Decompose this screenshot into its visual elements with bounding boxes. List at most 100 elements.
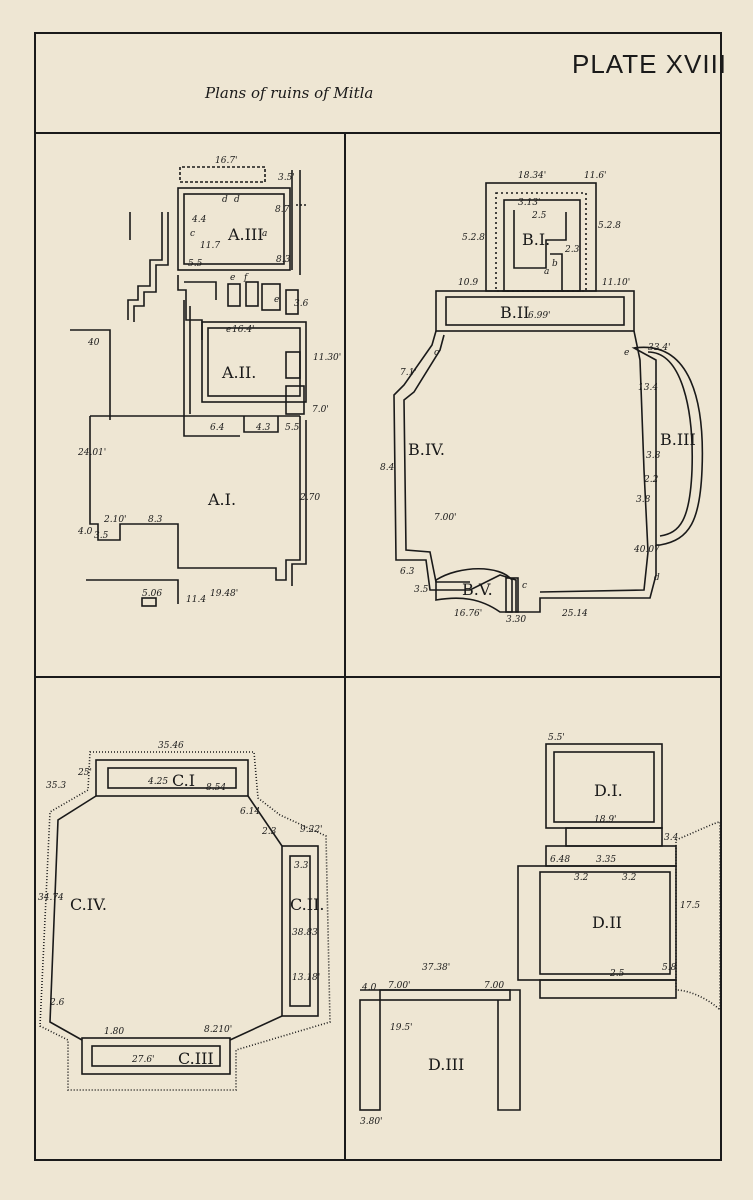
room-c2: C.II. xyxy=(290,895,324,914)
dim-label: 3.2 xyxy=(574,873,589,883)
mark-label: c xyxy=(190,229,195,239)
dim-label: 3.5' xyxy=(278,173,295,183)
mark-label: f xyxy=(243,273,249,283)
room-a1: A.I. xyxy=(207,490,236,509)
dim-label: 11.6' xyxy=(584,171,607,181)
dim-label: 13.4 xyxy=(638,383,658,393)
dim-label: 8.3 xyxy=(148,515,163,525)
mark-label: b xyxy=(552,259,558,269)
room-c1: C.I xyxy=(172,771,195,790)
dim-label: 35.46 xyxy=(158,741,184,751)
dim-label: 40.07 xyxy=(633,545,660,555)
dim-label: 7.00' xyxy=(388,981,411,991)
room-d1: D.I. xyxy=(594,781,623,800)
dim-label: 35.3 xyxy=(46,781,66,791)
dim-label: 40 xyxy=(87,338,100,348)
dim-label: 4.0 xyxy=(361,983,377,993)
dim-label: 5.8 xyxy=(662,963,677,973)
dim-label: 16.7' xyxy=(215,156,238,166)
dim-label: 5.2.8 xyxy=(462,233,485,243)
dim-label: 3.5 xyxy=(414,585,429,595)
dim-label: 6.14 xyxy=(240,807,260,817)
plan-c xyxy=(39,751,331,1091)
dim-label: 11.7 xyxy=(200,241,220,251)
plate-title: Plans of ruins of Mitla xyxy=(204,84,373,102)
dim-label: 19.5' xyxy=(390,1023,413,1033)
dim-label: 11.30' xyxy=(313,353,341,363)
mark-label: a xyxy=(262,229,267,239)
room-b3: B.III xyxy=(660,430,696,449)
mark-label: e xyxy=(624,348,629,358)
dim-label: 7.00 xyxy=(484,981,504,991)
dim-label: 13.18' xyxy=(292,973,320,983)
dim-label: 4.3 xyxy=(255,423,271,433)
mark-label: a xyxy=(544,267,549,277)
mark-label: d xyxy=(234,195,240,205)
dim-label: 5.2.8 xyxy=(598,221,621,231)
dim-label: 6.48 xyxy=(550,855,570,865)
dim-label: 2.10' xyxy=(103,515,127,525)
dim-label: 8.3 xyxy=(276,255,291,265)
dim-label: 18.9' xyxy=(594,815,617,825)
dim-label: 24.01' xyxy=(77,448,106,458)
dim-label: 7.0' xyxy=(312,405,329,415)
plate-label: PLATE XVIII xyxy=(572,49,727,79)
room-b1: B.I. xyxy=(522,230,550,249)
dim-label: 10.9 xyxy=(458,278,478,288)
dim-label: 9.22' xyxy=(300,825,323,835)
dim-label: 8.210' xyxy=(204,1025,232,1035)
dim-label: 33.4' xyxy=(648,343,671,353)
dim-label: 3.4 xyxy=(664,833,679,843)
mark-label: e xyxy=(274,295,279,305)
dim-label: 6.99' xyxy=(528,311,551,321)
dim-label: 38.83 xyxy=(292,928,318,938)
dim-label: 5.06 xyxy=(142,589,162,599)
dim-label: 6.4 xyxy=(210,423,225,433)
dim-label: 3.30 xyxy=(506,615,526,625)
dim-label: 3.8 xyxy=(646,451,661,461)
room-d3: D.III xyxy=(428,1055,464,1074)
dim-label: 25.14 xyxy=(561,609,588,619)
mark-label: o xyxy=(434,348,440,358)
room-a3: A.III xyxy=(227,225,264,244)
dim-label: 3.13' xyxy=(518,198,541,208)
dim-label: 8.7 xyxy=(275,205,290,215)
dim-label: 2.5 xyxy=(609,969,625,979)
dim-label: 37.38' xyxy=(422,963,450,973)
plan-a xyxy=(70,166,308,607)
dim-label: 18.34' xyxy=(518,171,546,181)
dim-label: 5.5 xyxy=(188,259,203,269)
dim-label: 2.3 xyxy=(261,827,277,837)
dim-label: 11.10' xyxy=(602,278,630,288)
room-b4: B.IV. xyxy=(408,440,445,459)
dim-label: 2.2 xyxy=(643,475,659,485)
dim-label: 5.5' xyxy=(548,733,565,743)
dim-label: 4.4 xyxy=(191,215,207,225)
dim-label: 3.35 xyxy=(596,855,616,865)
dim-label: 3.8 xyxy=(636,495,651,505)
dim-label: 2.70 xyxy=(299,493,320,503)
dim-label: 7.00' xyxy=(434,513,457,523)
dim-label: 7.1' xyxy=(400,368,417,378)
dim-label: 19.48' xyxy=(210,589,238,599)
dim-label: 3.5 xyxy=(94,531,109,541)
room-d2: D.II xyxy=(592,913,622,932)
dim-label: 16.4' xyxy=(232,325,255,335)
mark-label: d xyxy=(222,195,228,205)
plan-a-labels: A.III A.II. A.I. 16.7' 3.5' 4.4 11.7 5.5… xyxy=(77,156,341,605)
dim-label: 11.4 xyxy=(186,595,206,605)
mark-label: e xyxy=(226,325,231,335)
dim-label: 3.3 xyxy=(294,861,309,871)
dim-label: 3.2 xyxy=(622,873,637,883)
mark-label: d xyxy=(654,573,660,583)
dim-label: 27.6' xyxy=(131,1055,155,1065)
dim-label: 2.5 xyxy=(531,211,547,221)
dim-label: 6.3 xyxy=(400,567,415,577)
dim-label: 1.80 xyxy=(104,1027,124,1037)
dim-label: 16.76' xyxy=(454,609,482,619)
dim-label: 25' xyxy=(77,768,92,778)
plate-frame xyxy=(34,32,722,1161)
dim-label: 5.5 xyxy=(285,423,300,433)
plan-d xyxy=(359,743,721,1111)
